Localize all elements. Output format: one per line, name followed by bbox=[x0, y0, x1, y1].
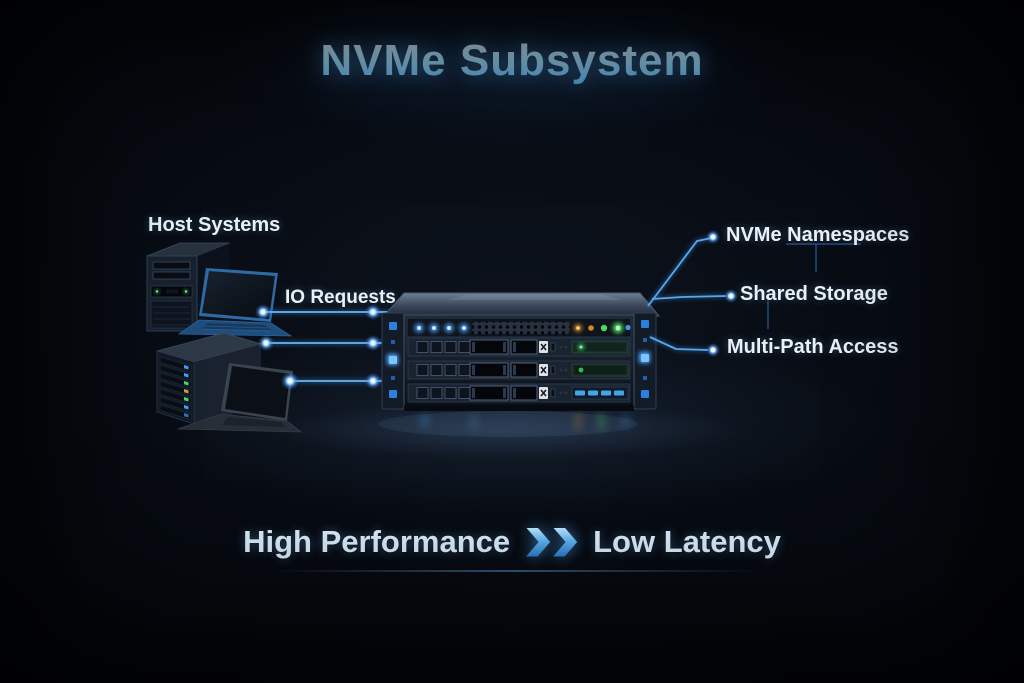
double-chevron-icon bbox=[526, 527, 578, 557]
chevron-right-icon bbox=[526, 527, 551, 557]
status-led-strip bbox=[408, 319, 631, 336]
nas-drive-bays bbox=[159, 356, 192, 420]
feature-label-multi-path-access: Multi-Path Access bbox=[727, 336, 899, 358]
floor-reflection bbox=[268, 402, 748, 458]
low-latency-text: Low Latency bbox=[593, 524, 781, 559]
performance-banner: High Performance Low Latency bbox=[0, 524, 1024, 560]
drive-row-3 bbox=[407, 383, 631, 403]
io-request-lines bbox=[255, 304, 393, 390]
feature-label-shared-storage: Shared Storage bbox=[740, 283, 888, 305]
banner-underline bbox=[270, 570, 762, 572]
drive-row-2 bbox=[407, 360, 631, 380]
feature-tree-connectors bbox=[767, 243, 861, 329]
chevron-right-icon bbox=[553, 527, 578, 557]
feature-connector-lines bbox=[646, 230, 861, 357]
server-rack-illustration bbox=[381, 292, 661, 411]
page-title: NVMe Subsystem bbox=[0, 36, 1024, 86]
host-systems-label: Host Systems bbox=[148, 214, 281, 236]
rack-rail-left bbox=[381, 312, 405, 410]
connection-endpoint-dots bbox=[255, 304, 381, 390]
high-performance-text: High Performance bbox=[243, 524, 511, 559]
drive-row-1 bbox=[407, 337, 631, 357]
feature-label-nvme-namespaces: NVMe Namespaces bbox=[726, 224, 910, 246]
rack-rail-right bbox=[633, 312, 657, 410]
io-requests-label: IO Requests bbox=[285, 287, 396, 308]
host-laptop-dark-illustration bbox=[177, 363, 303, 433]
